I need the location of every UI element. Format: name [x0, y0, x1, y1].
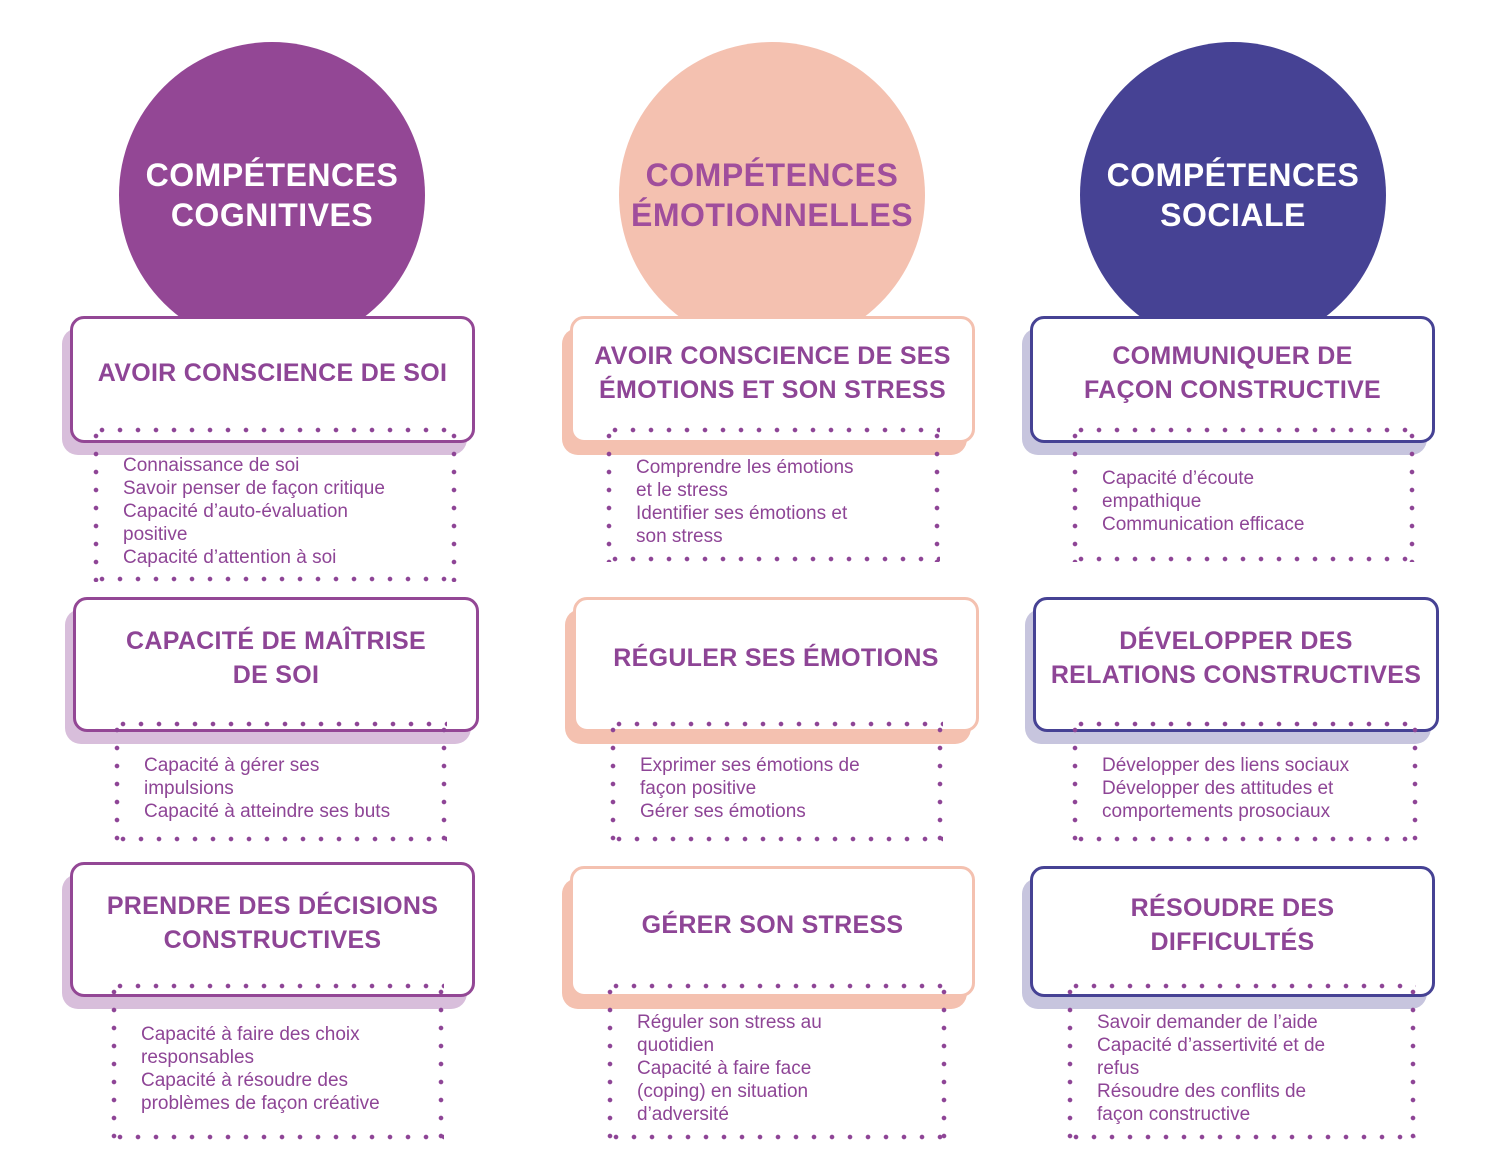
- skill-item: Communication efficace: [1102, 514, 1305, 535]
- category-title: COMPÉTENCES SOCIALE: [1106, 157, 1360, 233]
- skill-item: Capacité à atteindre ses buts: [144, 801, 391, 822]
- skill-item: Réguler son stress au quotidien: [637, 1012, 822, 1056]
- skill-heading: AVOIR CONSCIENCE DE SES ÉMOTIONS ET SON …: [594, 341, 951, 404]
- skill-item: Capacité d’écoute empathique: [1102, 468, 1255, 512]
- category-circle-emotional: COMPÉTENCES ÉMOTIONNELLES: [619, 42, 925, 348]
- skill-heading: PRENDRE DES DÉCISIONS CONSTRUCTIVES: [106, 891, 439, 954]
- skill-heading: DÉVELOPPER DES RELATIONS CONSTRUCTIVES: [1050, 626, 1422, 689]
- category-circle-cognitive: COMPÉTENCES COGNITIVES: [119, 42, 425, 348]
- skill-item: Capacité d’auto-évaluation positive: [123, 501, 348, 545]
- skill-heading-box: CAPACITÉ DE MAÎTRISE DE SOI: [73, 597, 479, 732]
- skill-item: Capacité d’attention à soi: [123, 547, 337, 568]
- skill-item: Connaissance de soi: [123, 455, 300, 476]
- skill-heading-box: GÉRER SON STRESS: [570, 866, 975, 997]
- skill-item: Développer des attitudes et comportement…: [1102, 778, 1334, 822]
- skill-heading: GÉRER SON STRESS: [641, 910, 904, 939]
- skill-item: Capacité à gérer ses impulsions: [144, 755, 320, 799]
- skill-heading-box: DÉVELOPPER DES RELATIONS CONSTRUCTIVES: [1033, 597, 1439, 732]
- skill-item: Capacité à faire face (coping) en situat…: [637, 1058, 812, 1125]
- skill-item: Développer des liens sociaux: [1102, 755, 1350, 776]
- skill-heading-box: AVOIR CONSCIENCE DE SOI: [70, 316, 475, 443]
- skill-heading: COMMUNIQUER DE FAÇON CONSTRUCTIVE: [1083, 341, 1382, 404]
- skill-item: Exprimer ses émotions de façon positive: [640, 755, 860, 799]
- category-title: COMPÉTENCES COGNITIVES: [145, 157, 399, 233]
- skill-item: Savoir demander de l’aide: [1097, 1012, 1318, 1033]
- skill-heading-box: PRENDRE DES DÉCISIONS CONSTRUCTIVES: [70, 862, 475, 997]
- skill-item: Capacité à résoudre des problèmes de faç…: [141, 1069, 380, 1114]
- skill-item: Capacité d’assertivité et de refus: [1097, 1035, 1326, 1079]
- skill-item: Résoudre des conflits de façon construct…: [1097, 1081, 1307, 1125]
- skill-item: Savoir penser de façon critique: [123, 478, 385, 499]
- skill-heading: RÉSOUDRE DES DIFFICULTÉS: [1130, 893, 1335, 956]
- skill-heading: AVOIR CONSCIENCE DE SOI: [97, 358, 448, 387]
- skill-item: Gérer ses émotions: [640, 801, 806, 822]
- skill-heading-box: AVOIR CONSCIENCE DE SES ÉMOTIONS ET SON …: [570, 316, 975, 443]
- skill-heading-box: RÉSOUDRE DES DIFFICULTÉS: [1030, 866, 1435, 997]
- category-circle-social: COMPÉTENCES SOCIALE: [1080, 42, 1386, 348]
- skill-heading: CAPACITÉ DE MAÎTRISE DE SOI: [126, 626, 426, 689]
- skill-item: Capacité à faire des choix responsables: [141, 1023, 360, 1068]
- skill-item: Identifier ses émotions et son stress: [636, 502, 848, 547]
- category-title: COMPÉTENCES ÉMOTIONNELLES: [630, 157, 914, 233]
- skill-heading: RÉGULER SES ÉMOTIONS: [613, 643, 939, 672]
- skill-heading-box: RÉGULER SES ÉMOTIONS: [573, 597, 979, 732]
- skill-item: Comprendre les émotions et le stress: [636, 456, 854, 501]
- skill-heading-box: COMMUNIQUER DE FAÇON CONSTRUCTIVE: [1030, 316, 1435, 443]
